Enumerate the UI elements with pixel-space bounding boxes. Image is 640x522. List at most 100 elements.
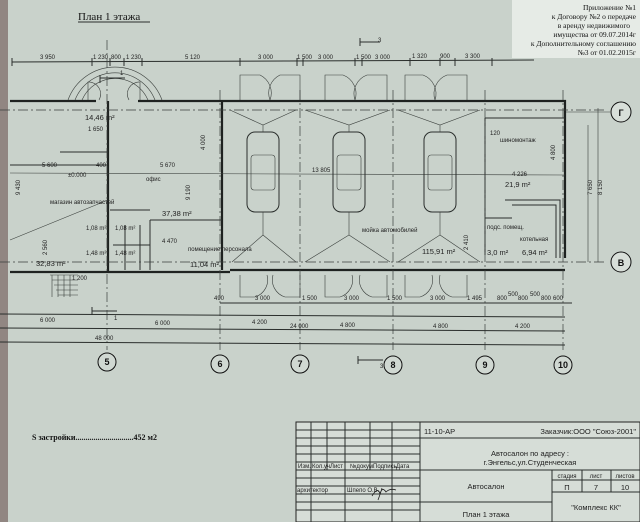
door-swings	[239, 74, 468, 298]
dimension-label: 4 200	[515, 324, 531, 330]
dimension-label: 1 495	[467, 296, 483, 302]
dimension-label: 900	[440, 54, 451, 60]
dimension-label: 4 470	[162, 239, 178, 245]
axis-marker-g: Г	[566, 101, 632, 123]
room-label: подс. помещ.	[487, 225, 524, 231]
entrance-porch	[67, 66, 163, 101]
dimension-label: 1 230	[93, 55, 109, 61]
dimension-label: Заказчик:ООО "Союз-2001"	[540, 427, 636, 436]
dimension-label: 1 200	[72, 276, 88, 282]
dimension-label: 3 000	[344, 296, 360, 302]
room-label: помещение персонала	[188, 247, 252, 253]
room-area: 32,83 m²	[36, 259, 66, 268]
dimension-label: 800	[518, 296, 529, 302]
dimension-label: листов	[615, 474, 634, 480]
room-label: магазин автозапчастей	[50, 199, 114, 206]
dimension-label: 1,08 m²	[115, 226, 135, 232]
appendix-line: к Дополнительному соглашению	[531, 39, 637, 48]
dimension-label: 1,48 m²	[115, 251, 135, 257]
dimension-label: 7 650	[588, 179, 594, 195]
appendix-line: к Договору №2 о передаче	[552, 12, 637, 21]
dimension-label: 3 950	[40, 55, 56, 61]
appendix-line: Приложение №1	[583, 3, 636, 12]
appendix-line: №3 от 01.02.2015г	[578, 48, 636, 57]
appendix-line: имущества от 09.07.2014г	[553, 30, 636, 39]
dimension-label: 500	[508, 292, 519, 298]
dimension-label: 490	[214, 296, 225, 302]
stairs	[9, 199, 109, 297]
car-icon	[229, 109, 297, 263]
dimension-label: 6 000	[155, 321, 171, 327]
dimension-label: 9 430	[16, 179, 22, 195]
dimension-label: 10	[621, 483, 629, 492]
dimension-label: Г	[618, 108, 623, 118]
dimension-label: 1 500	[387, 296, 403, 302]
inner-dimensions: 5 600 400 5 670 13 805 4 226 4 470 9 430…	[16, 108, 604, 282]
dimension-label: 5 120	[185, 55, 201, 61]
dimension-label: 600	[553, 296, 564, 302]
dimension-label: 4 000	[201, 134, 207, 150]
room-label: шиномонтаж	[500, 138, 536, 144]
dimension-label: Изм.	[298, 464, 311, 470]
dimension-label: 1	[120, 71, 124, 77]
dimension-label: 48 000	[95, 336, 114, 342]
dimension-label: стадия	[557, 474, 576, 480]
room-area: 3,0 m²	[487, 248, 509, 257]
dimension-label: 6	[217, 359, 222, 369]
dimension-label: 7	[297, 359, 302, 369]
dimension-label: 3 000	[375, 55, 391, 61]
dimension-label: 800	[541, 296, 552, 302]
dimension-label: План 1 этажа	[463, 510, 511, 519]
dimension-label: 13 805	[312, 168, 331, 174]
signature	[371, 487, 397, 501]
dimension-label: Автосалон	[467, 482, 504, 491]
dimension-label: 3 000	[255, 296, 271, 302]
dimension-label: 1 500	[302, 296, 318, 302]
dimension-label: 10	[558, 360, 568, 370]
dimension-label: 3	[380, 364, 384, 370]
axis-markers-vertical: 5 6 7 8 9 10	[97, 352, 573, 375]
dimension-label: 3 000	[258, 55, 274, 61]
dimension-label: 24 000	[290, 324, 309, 330]
appendix-line: в аренду недвижимого	[558, 21, 630, 30]
dimension-label: Лист	[330, 464, 343, 470]
dimension-label: 800	[497, 296, 508, 302]
room-area: 37,38 m²	[162, 209, 192, 218]
dimension-label: 500	[530, 292, 541, 298]
dimension-label: П	[564, 483, 569, 492]
dimension-label: 11-10-АР	[424, 427, 455, 436]
dimension-label: Шпепо О.В.	[347, 488, 380, 494]
dimension-label: 8	[390, 360, 395, 370]
plan-title: План 1 этажа	[78, 11, 140, 23]
room-area: 11,04 m²	[190, 260, 220, 269]
dimension-label: 800	[111, 55, 122, 61]
dimension-label: 120	[490, 131, 501, 137]
dimension-label: 9 190	[186, 184, 192, 200]
built-area-label: S застройки.............................…	[32, 433, 157, 442]
dimension-label: 1,08 m²	[86, 226, 106, 232]
dimension-label: Автосалон по адресу :	[491, 449, 569, 458]
dimension-label: 3 300	[465, 54, 481, 60]
dimension-label: Подпись	[373, 464, 397, 470]
dimension-label: 3	[378, 38, 382, 44]
bottom-dimension-chain: 490 3 000 1 500 3 000 1 500 3 000 1 495 …	[0, 292, 572, 346]
dimension-label: 7	[594, 483, 598, 492]
title-block: Изм. Кол.уч. Лист №докум. Подпись Дата а…	[295, 421, 640, 522]
dimension-label: 6 000	[40, 318, 56, 324]
dimension-label: 1,48 m²	[86, 251, 106, 257]
room-area: 21,9 m²	[505, 180, 531, 189]
dimension-label: 4 800	[340, 323, 356, 329]
room-label: котельная	[520, 237, 548, 243]
dimension-label: 1 230	[126, 55, 142, 61]
dimension-label: В	[618, 258, 625, 268]
car-icon	[397, 109, 481, 263]
room-label: офис	[146, 177, 161, 183]
dimension-label: 1 650	[88, 127, 104, 133]
dimension-label: 5 670	[160, 163, 176, 169]
dimension-label: 3 000	[430, 296, 446, 302]
dimension-label: 4 226	[512, 172, 528, 178]
dimension-label: 2 410	[464, 234, 470, 250]
dimension-label: 1 320	[412, 54, 428, 60]
room-area: 14,46 m²	[85, 113, 115, 122]
